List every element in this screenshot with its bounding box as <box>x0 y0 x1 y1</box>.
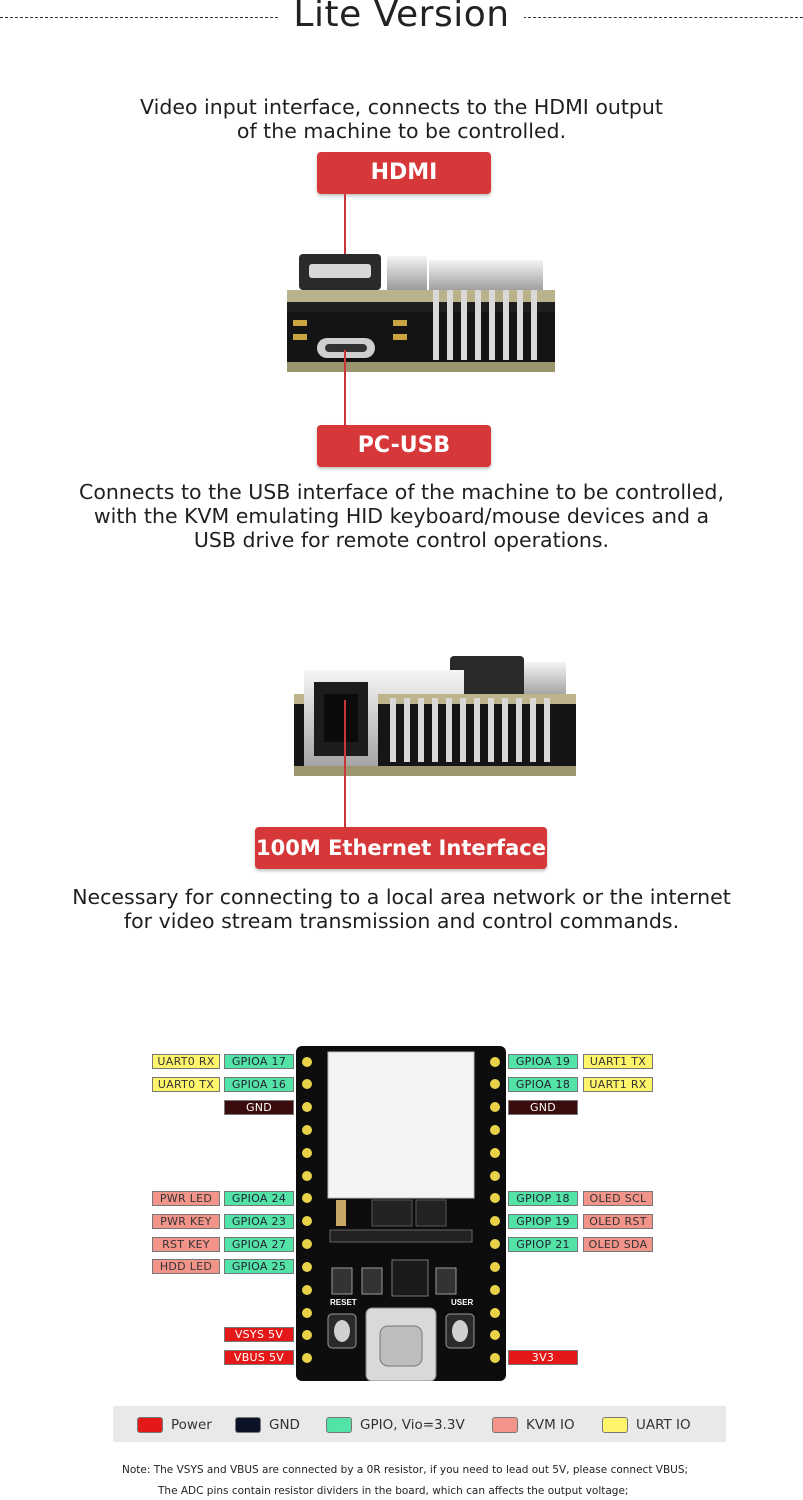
pin-vsys-5v: VSYS 5V <box>224 1327 294 1342</box>
pin-gnd-left: GND <box>224 1100 294 1115</box>
pin-gpioa-17: GPIOA 17 <box>224 1054 294 1069</box>
pin-gpiop-21: GPIOP 21 <box>508 1237 578 1252</box>
pinout-board-image <box>296 1046 506 1381</box>
pin-gpiop-18: GPIOP 18 <box>508 1191 578 1206</box>
pin-gpiop-19: GPIOP 19 <box>508 1214 578 1229</box>
usb-description-line1: Connects to the USB interface of the mac… <box>79 480 724 504</box>
pin-gpioa-25: GPIOA 25 <box>224 1259 294 1274</box>
pin-gpioa-16: GPIOA 16 <box>224 1077 294 1092</box>
pin-oled-sda: OLED SDA <box>583 1237 653 1252</box>
note-line2: The ADC pins contain resistor dividers i… <box>158 1485 629 1497</box>
usb-description-line2: with the KVM emulating HID keyboard/mous… <box>93 504 710 528</box>
legend-kvm-swatch <box>492 1416 518 1433</box>
page-title: Lite Version <box>0 0 803 35</box>
kvm-board-front-image <box>287 254 555 372</box>
legend-power-swatch <box>137 1416 163 1433</box>
hdmi-label: HDMI <box>317 152 491 194</box>
board-reset-label: RESET <box>330 1298 357 1307</box>
title-divider-right <box>518 17 803 18</box>
ethernet-description-line2: for video stream transmission and contro… <box>123 909 680 933</box>
legend-gnd-label: GND <box>269 1416 300 1433</box>
ethernet-label: 100M Ethernet Interface <box>255 827 547 869</box>
legend-gpio-swatch <box>326 1416 352 1433</box>
pin-uart1-rx: UART1 RX <box>583 1077 653 1092</box>
legend-gpio-label: GPIO, Vio=3.3V <box>360 1416 465 1433</box>
pin-gpioa-18: GPIOA 18 <box>508 1077 578 1092</box>
legend-gnd: GND <box>235 1416 300 1433</box>
pin-hdd-led: HDD LED <box>152 1259 220 1274</box>
pin-gpioa-24: GPIOA 24 <box>224 1191 294 1206</box>
pc-usb-label: PC-USB <box>317 425 491 467</box>
pin-legend: Power GND GPIO, Vio=3.3V KVM IO UART IO <box>113 1406 726 1442</box>
legend-power-label: Power <box>171 1416 212 1433</box>
board-user-label: USER <box>451 1298 474 1307</box>
hdmi-description-line2: of the machine to be controlled. <box>236 119 567 143</box>
hdmi-description-line1: Video input interface, connects to the H… <box>140 95 663 119</box>
hdmi-leader-line <box>344 194 346 276</box>
legend-power: Power <box>137 1416 212 1433</box>
legend-kvm-label: KVM IO <box>526 1416 575 1433</box>
usb-description-line3: USB drive for remote control operations. <box>193 528 610 552</box>
pin-gpioa-19: GPIOA 19 <box>508 1054 578 1069</box>
pin-uart1-tx: UART1 TX <box>583 1054 653 1069</box>
pin-gpioa-27: GPIOA 27 <box>224 1237 294 1252</box>
title-divider-left <box>0 17 283 18</box>
pin-gpioa-23: GPIOA 23 <box>224 1214 294 1229</box>
pin-vbus-5v: VBUS 5V <box>224 1350 294 1365</box>
pin-oled-rst: OLED RST <box>583 1214 653 1229</box>
pin-uart0-rx: UART0 RX <box>152 1054 220 1069</box>
pin-uart0-tx: UART0 TX <box>152 1077 220 1092</box>
legend-uart: UART IO <box>602 1416 691 1433</box>
section-title-row: Lite Version <box>0 0 803 40</box>
pin-rst-key: RST KEY <box>152 1237 220 1252</box>
pin-pwr-led: PWR LED <box>152 1191 220 1206</box>
ethernet-description-line1: Necessary for connecting to a local area… <box>72 885 731 909</box>
legend-uart-label: UART IO <box>636 1416 691 1433</box>
legend-gnd-swatch <box>235 1416 261 1433</box>
kvm-board-ethernet-image <box>294 656 576 776</box>
pin-pwr-key: PWR KEY <box>152 1214 220 1229</box>
legend-kvm: KVM IO <box>492 1416 575 1433</box>
pin-3v3: 3V3 <box>508 1350 578 1365</box>
legend-gpio: GPIO, Vio=3.3V <box>326 1416 465 1433</box>
ethernet-leader-line <box>344 700 346 828</box>
usb-leader-line <box>344 350 346 426</box>
legend-uart-swatch <box>602 1416 628 1433</box>
note-line1: Note: The VSYS and VBUS are connected by… <box>122 1464 689 1476</box>
pin-oled-scl: OLED SCL <box>583 1191 653 1206</box>
pin-gnd-right: GND <box>508 1100 578 1115</box>
